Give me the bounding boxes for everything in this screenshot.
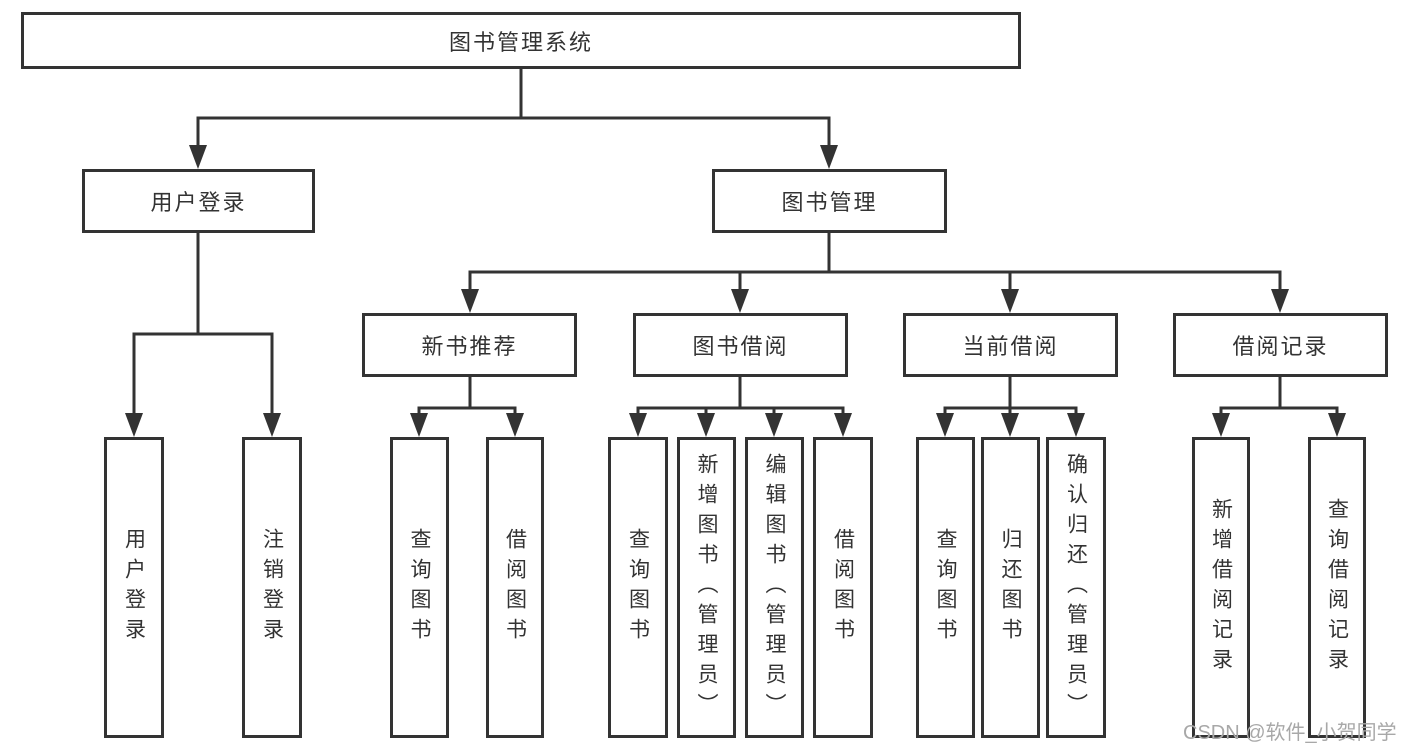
leaf-borrow-book-recommend: 借阅图书	[486, 437, 544, 738]
leaf-edit-book-admin-label: 编辑图书（管理员）	[763, 452, 786, 723]
node-root: 图书管理系统	[21, 12, 1021, 69]
leaf-confirm-return-admin: 确认归还（管理员）	[1046, 437, 1106, 738]
node-book-management: 图书管理	[712, 169, 947, 233]
leaf-query-book-current: 查询图书	[916, 437, 975, 738]
node-root-label: 图书管理系统	[448, 29, 593, 55]
node-new-book-recommend-label: 新书推荐	[421, 334, 518, 359]
leaf-query-borrow-record: 查询借阅记录	[1308, 437, 1366, 738]
node-borrow-records: 借阅记录	[1173, 313, 1388, 377]
leaf-add-book-admin-label: 新增图书（管理员）	[695, 452, 718, 723]
leaf-query-book-recommend-label: 查询图书	[408, 527, 431, 648]
node-new-book-recommend: 新书推荐	[362, 313, 577, 377]
leaf-query-book-borrow-label: 查询图书	[626, 527, 650, 648]
node-book-borrow: 图书借阅	[633, 313, 848, 377]
leaf-add-book-admin: 新增图书（管理员）	[677, 437, 736, 738]
leaf-logout: 注销登录	[242, 437, 302, 738]
leaf-return-book-label: 归还图书	[999, 527, 1022, 648]
node-book-borrow-label: 图书借阅	[692, 334, 789, 359]
csdn-watermark: CSDN @软件_小贺同学	[1183, 722, 1397, 744]
leaf-query-book-recommend: 查询图书	[390, 437, 449, 738]
leaf-query-book-current-label: 查询图书	[934, 527, 957, 648]
leaf-logout-label: 注销登录	[260, 527, 284, 648]
node-user-login-label: 用户登录	[150, 190, 247, 215]
leaf-query-borrow-record-label: 查询借阅记录	[1325, 497, 1349, 678]
leaf-edit-book-admin: 编辑图书（管理员）	[745, 437, 804, 738]
leaf-return-book: 归还图书	[981, 437, 1040, 738]
leaf-add-borrow-record: 新增借阅记录	[1192, 437, 1250, 738]
leaf-user-login-label: 用户登录	[122, 527, 146, 648]
node-current-borrow-label: 当前借阅	[962, 334, 1059, 359]
arrowheads	[125, 145, 1346, 437]
node-book-management-label: 图书管理	[781, 190, 878, 215]
leaf-borrow-book-recommend-label: 借阅图书	[503, 527, 527, 648]
node-borrow-records-label: 借阅记录	[1232, 334, 1329, 359]
leaf-user-login: 用户登录	[104, 437, 164, 738]
node-user-login: 用户登录	[82, 169, 315, 233]
leaf-borrow-book: 借阅图书	[813, 437, 873, 738]
leaf-confirm-return-admin-label: 确认归还（管理员）	[1064, 452, 1088, 723]
leaf-query-book-borrow: 查询图书	[608, 437, 668, 738]
node-current-borrow: 当前借阅	[903, 313, 1118, 377]
leaf-add-borrow-record-label: 新增借阅记录	[1209, 497, 1233, 678]
leaf-borrow-book-label: 借阅图书	[831, 527, 855, 648]
